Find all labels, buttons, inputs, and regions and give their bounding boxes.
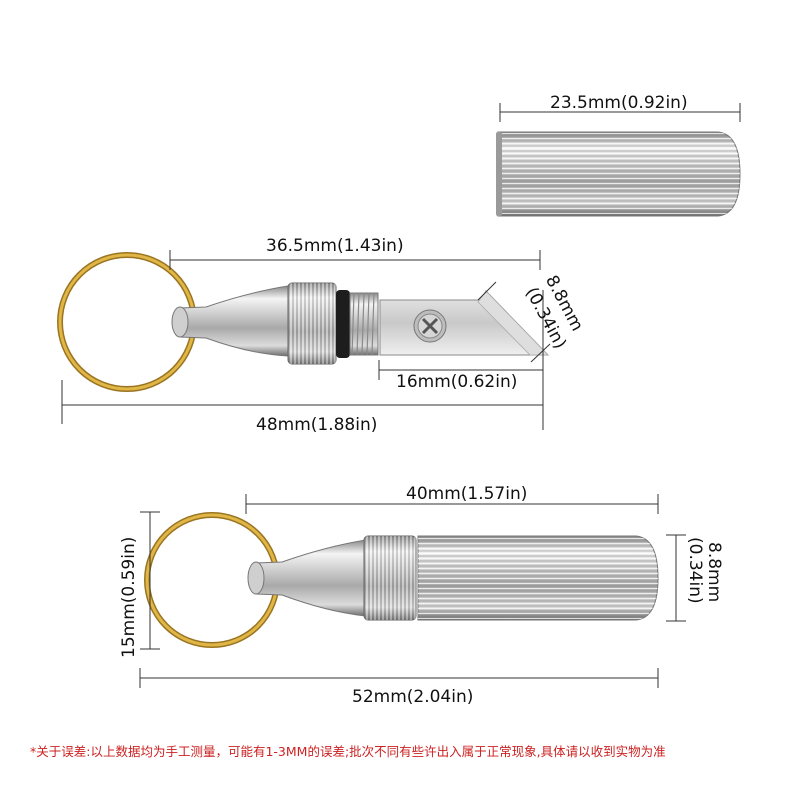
closed-diameter-mm-label: 8.8mm bbox=[704, 542, 724, 603]
knife-dimension-lines bbox=[61, 250, 551, 430]
closed-total-length-label: 52mm(2.04in) bbox=[352, 687, 474, 707]
measurement-error-note: *关于误差:以上数据均为手工测量，可能有1-3MM的误差;批次不同有些许出入属于… bbox=[30, 744, 666, 759]
knife-body-length-label: 36.5mm(1.43in) bbox=[266, 236, 404, 256]
knife-closed bbox=[247, 535, 659, 621]
closed-body-length-label: 40mm(1.57in) bbox=[406, 484, 528, 504]
knife-total-length-label: 48mm(1.88in) bbox=[256, 415, 378, 435]
blade-length-label: 16mm(0.62in) bbox=[396, 372, 518, 392]
ring-diameter-label: 15mm(0.59in) bbox=[119, 536, 139, 658]
cap bbox=[496, 131, 741, 217]
closed-diameter-in-label: (0.34in) bbox=[685, 537, 705, 604]
cap-length-dimension-line bbox=[499, 103, 741, 122]
cap-length-label: 23.5mm(0.92in) bbox=[550, 93, 688, 113]
knife-open bbox=[171, 282, 550, 365]
closed-dimension-lines bbox=[139, 494, 686, 688]
